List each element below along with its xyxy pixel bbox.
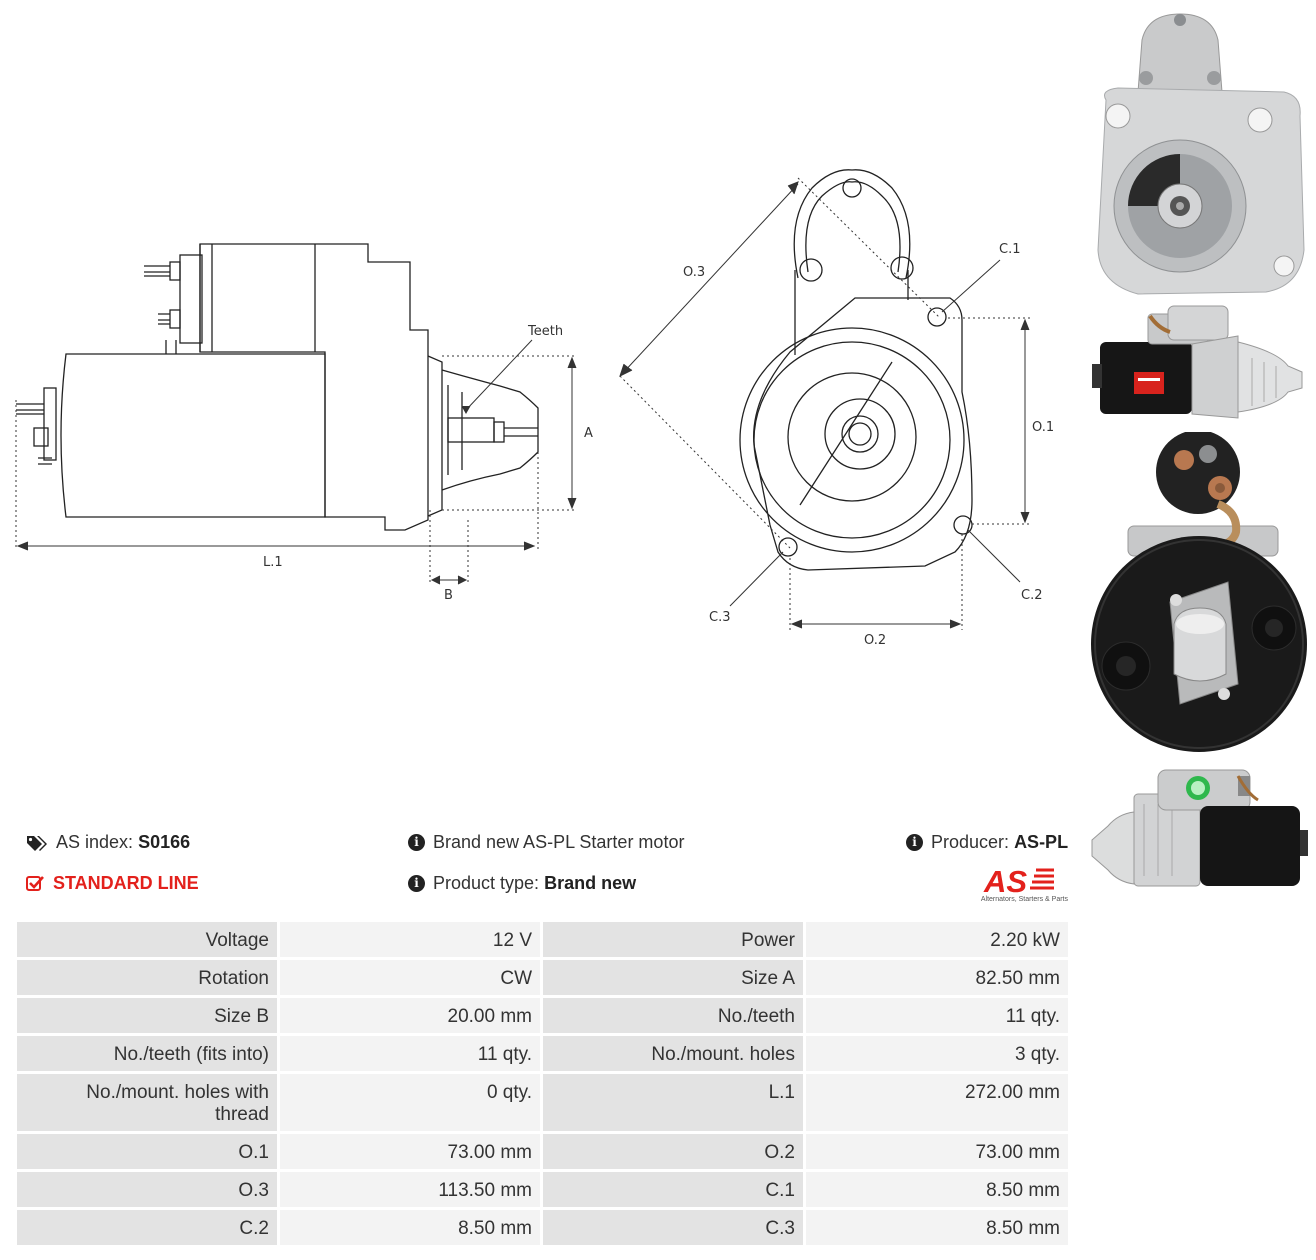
spec-label: No./teeth (fits into) [17,1036,277,1071]
spec-value: 0 qty. [280,1074,540,1131]
standard-line: STANDARD LINE [26,873,199,894]
spec-value: 8.50 mm [806,1172,1068,1207]
info-icon: i [408,834,425,851]
spec-value: 20.00 mm [280,998,540,1033]
label-a: A [584,426,593,441]
spec-value: 8.50 mm [280,1210,540,1245]
product-photo-rear [1091,432,1307,752]
spec-label: Power [543,922,803,957]
logo-caption: Alternators, Starters & Parts [980,896,1068,903]
side-view [16,243,539,531]
label-o1: O.1 [1032,420,1054,435]
logo-mark-text: AS [983,864,1027,896]
spec-value: 2.20 kW [806,922,1068,957]
spec-value: CW [280,960,540,995]
producer-label: Producer: [931,832,1010,852]
spec-label: Voltage [17,922,277,957]
label-l1: L.1 [263,555,283,570]
as-index-label: AS index: [56,832,134,852]
label-c1: C.1 [999,242,1020,257]
spec-row: No./teeth (fits into)11 qty.No./mount. h… [17,1036,1068,1071]
spec-value: 73.00 mm [806,1134,1068,1169]
label-c3: C.3 [709,610,730,625]
spec-label: C.2 [17,1210,277,1245]
spec-label: C.3 [543,1210,803,1245]
as-index: AS index: S0166 [26,832,190,853]
front-view-dimensions [619,177,1030,630]
product-type-value: Brand new [544,873,637,893]
tags-icon [27,835,47,851]
info-icon: i [906,834,923,851]
product-type: i Product type: Brand new [408,873,636,894]
spec-label: No./mount. holes with thread [17,1074,277,1131]
product-photo-side [1092,305,1303,419]
spec-value: 12 V [280,922,540,957]
spec-value: 8.50 mm [806,1210,1068,1245]
producer-value: AS-PL [1014,832,1069,852]
spec-label: C.1 [543,1172,803,1207]
spec-value: 73.00 mm [280,1134,540,1169]
side-view-dimensions [15,339,577,585]
producer: i Producer: AS-PL [906,832,1068,853]
product-photo-front [1097,13,1305,295]
checkbox-checked-icon [26,876,44,891]
spec-label: O.1 [17,1134,277,1169]
as-index-value: S0166 [138,832,191,852]
spec-label: Rotation [17,960,277,995]
spec-label: L.1 [543,1074,803,1131]
spec-label: No./teeth [543,998,803,1033]
spec-value: 113.50 mm [280,1172,540,1207]
info-icon: i [408,875,425,892]
as-logo-mark: AS [983,864,1054,899]
product-photo-top [1091,769,1308,887]
spec-value: 11 qty. [806,998,1068,1033]
spec-label: Size B [17,998,277,1033]
spec-value: 82.50 mm [806,960,1068,995]
label-o3: O.3 [683,265,705,280]
label-c2: C.2 [1021,588,1042,603]
spec-label: O.2 [543,1134,803,1169]
label-teeth: Teeth [527,324,563,339]
product-description-text: Brand new AS-PL Starter motor [433,832,685,852]
spec-label: O.3 [17,1172,277,1207]
spec-label: Size A [543,960,803,995]
product-type-label: Product type: [433,873,540,893]
product-description: i Brand new AS-PL Starter motor [408,832,684,853]
line-name: STANDARD LINE [53,873,199,893]
spec-label: No./mount. holes [543,1036,803,1071]
front-view [739,169,973,571]
label-o2: O.2 [864,633,886,648]
as-pl-logo: AS Alternators, Starters & Parts [964,862,1068,908]
spec-value: 3 qty. [806,1036,1068,1071]
label-b: B [444,588,453,603]
technical-drawing: Teeth A L.1 B O.3 C.1 [15,169,1054,648]
spec-value: 272.00 mm [806,1074,1068,1131]
spec-value: 11 qty. [280,1036,540,1071]
